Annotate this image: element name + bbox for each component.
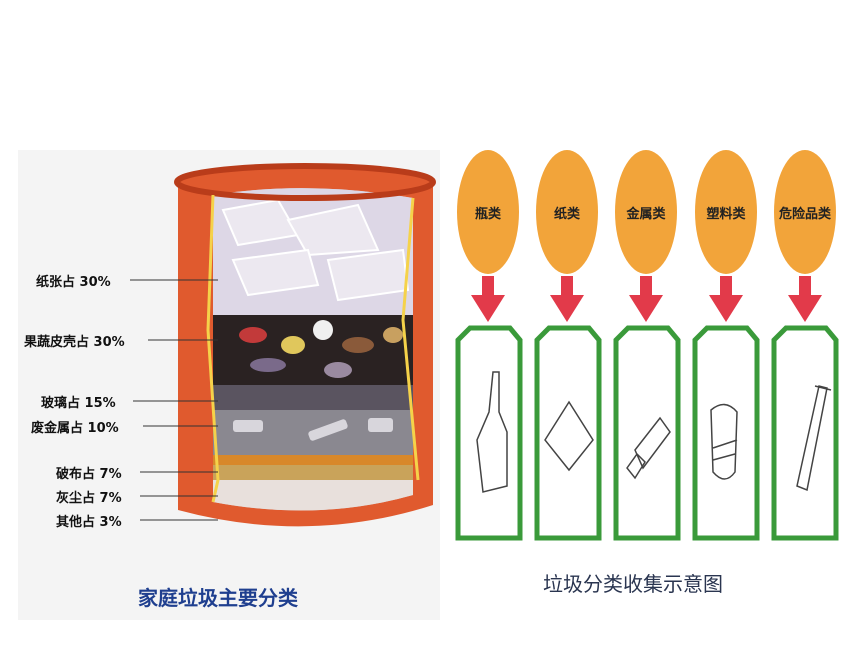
collection-diagram-panel: 瓶类 纸类 金属类 塑料类 危险品类 垃圾分类收集示意图 [455,150,843,596]
vegetable-peel-layer [213,315,413,385]
bin-plastic [692,325,760,541]
plastic-container-icon [710,403,738,480]
category-label-metal: 金属类 [626,207,666,222]
battery-tube-icon [796,385,832,492]
dust-layer [213,465,413,480]
label-vegetable-peel: 果蔬皮壳占 30% [24,335,125,350]
can-icon [626,416,671,480]
bubble-bottles [457,150,519,274]
left-caption: 家庭垃圾主要分类 [138,586,298,610]
label-other: 其他占 3% [56,515,122,530]
category-label-plastic: 塑料类 [706,207,746,222]
waste-barrel-illustration [130,163,436,527]
label-dust: 灰尘占 7% [56,491,122,506]
barrel-rim [174,163,436,201]
collection-diagram [455,150,839,541]
arrow-down-icon [709,276,743,322]
household-waste-panel: 纸张占 30% 果蔬皮壳占 30% 玻璃占 15% 废金属占 10% 破布占 7… [18,150,440,620]
other-layer [213,480,413,511]
label-glass: 玻璃占 15% [41,396,116,411]
glass-layer [213,385,413,410]
right-caption: 垃圾分类收集示意图 [543,572,723,596]
category-bubbles [457,150,836,274]
down-arrows [471,276,822,322]
bin-metal [613,325,681,541]
label-paper: 纸张占 30% [36,275,111,290]
collection-bins [455,325,839,541]
category-label-hazardous: 危险品类 [778,207,831,222]
arrow-down-icon [550,276,584,322]
bottle-icon [476,371,508,493]
arrow-down-icon [629,276,663,322]
bin-bottles [455,325,523,541]
arrow-down-icon [788,276,822,322]
paper-icon [544,400,594,472]
bin-paper [534,325,602,541]
bubble-paper [536,150,598,274]
bubble-hazardous [774,150,836,274]
bin-hazardous [771,325,839,541]
cloth-layer [213,455,413,465]
bubble-metal [615,150,677,274]
label-cloth: 破布占 7% [56,467,122,482]
bubble-plastic [695,150,757,274]
label-metal: 废金属占 10% [31,421,119,436]
category-label-bottles: 瓶类 [474,207,501,222]
category-label-paper: 纸类 [553,207,580,222]
arrow-down-icon [471,276,505,322]
